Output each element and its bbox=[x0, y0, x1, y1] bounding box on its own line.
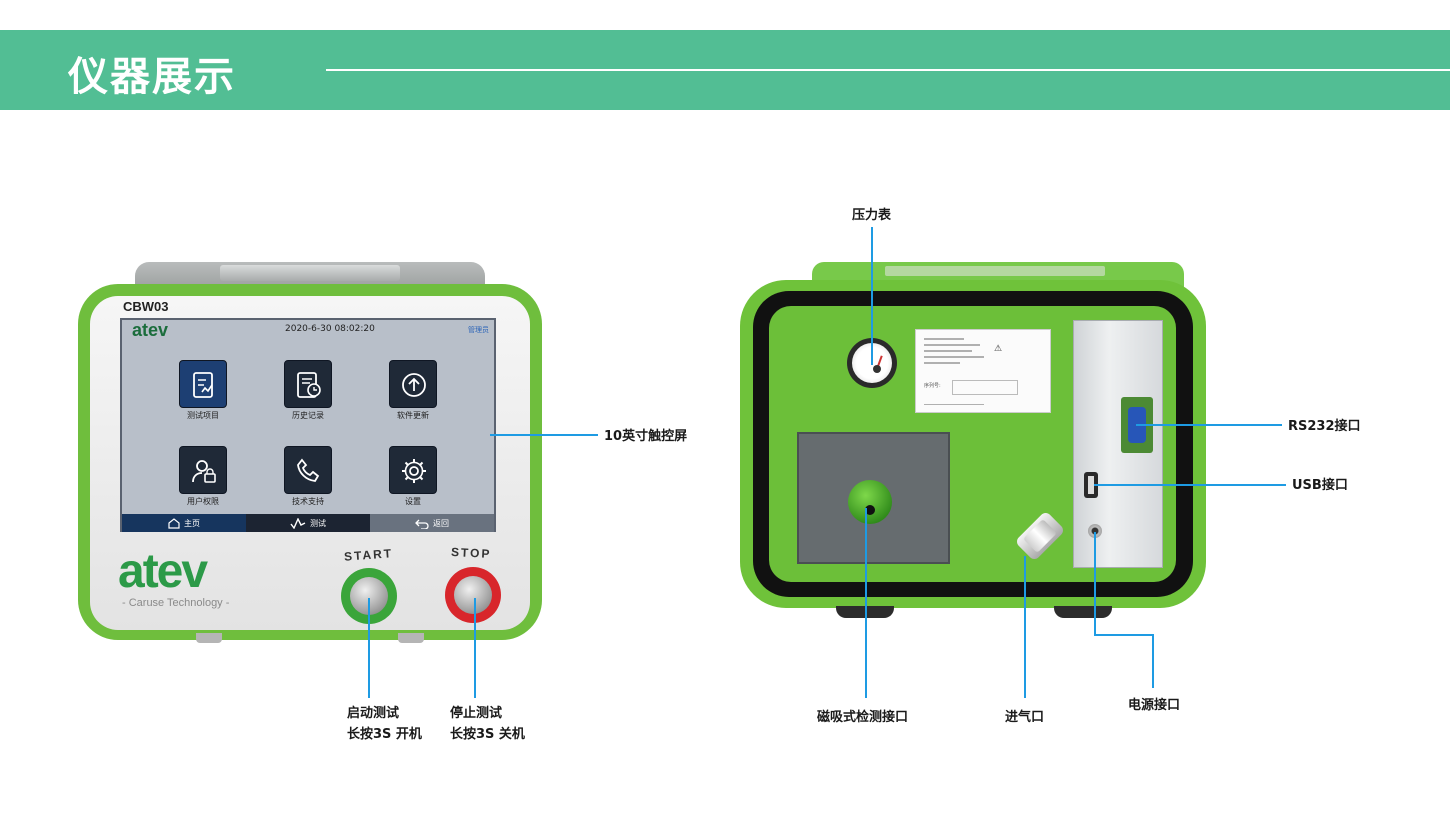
brand-tagline: - Caruse Technology - bbox=[122, 597, 230, 609]
return-arrow-icon bbox=[415, 519, 429, 529]
upload-arrow-icon bbox=[402, 373, 426, 397]
callout-gauge: 压力表 bbox=[852, 208, 892, 223]
nameplate-box-label: 序列号: bbox=[924, 383, 941, 389]
home-icon bbox=[168, 517, 180, 529]
screen-user[interactable]: 管理员 bbox=[468, 326, 489, 334]
tile-user-permissions[interactable] bbox=[179, 446, 227, 494]
device-foot bbox=[1054, 606, 1112, 618]
callout-touchscreen: 10英寸触控屏 bbox=[604, 429, 688, 444]
user-lock-icon bbox=[192, 460, 216, 483]
model-label: CBW03 bbox=[123, 299, 169, 314]
callout-line bbox=[1094, 634, 1154, 636]
tab-test[interactable]: 测试 bbox=[246, 514, 370, 532]
callout-line bbox=[1024, 556, 1026, 698]
phone-icon bbox=[297, 458, 320, 482]
callout-line bbox=[871, 227, 873, 365]
tile-test-items[interactable] bbox=[179, 360, 227, 408]
tile-label: 用户权限 bbox=[187, 497, 219, 506]
brand-logo: atev bbox=[118, 545, 208, 598]
callout-line bbox=[368, 598, 370, 698]
gear-icon bbox=[402, 459, 426, 483]
callout-start-line1: 启动测试 bbox=[347, 706, 400, 721]
magnetic-test-port[interactable] bbox=[848, 480, 892, 524]
waveform-icon bbox=[290, 517, 306, 529]
device-foot bbox=[398, 633, 424, 643]
tile-tech-support[interactable] bbox=[284, 446, 332, 494]
callout-stop-line2: 长按3S 关机 bbox=[450, 727, 525, 742]
tab-label: 测试 bbox=[310, 518, 326, 528]
usb-port[interactable] bbox=[1084, 472, 1098, 498]
callout-stop-line1: 停止测试 bbox=[450, 706, 503, 721]
tile-software-update[interactable] bbox=[389, 360, 437, 408]
tab-label: 主页 bbox=[184, 518, 200, 528]
callout-line bbox=[1094, 484, 1286, 486]
device-foot bbox=[196, 633, 222, 643]
callout-start-line2: 长按3S 开机 bbox=[347, 727, 422, 742]
serial-box bbox=[952, 380, 1018, 395]
callout-inlet: 进气口 bbox=[1005, 710, 1045, 725]
callout-line bbox=[1152, 634, 1154, 688]
tile-label: 技术支持 bbox=[292, 497, 324, 506]
power-port[interactable] bbox=[1088, 524, 1102, 538]
callout-magnetic: 磁吸式检测接口 bbox=[817, 710, 909, 725]
screen-datetime: 2020-6-30 08:02:20 bbox=[285, 324, 375, 334]
tab-label: 返回 bbox=[433, 518, 449, 528]
tile-label: 软件更新 bbox=[397, 411, 429, 420]
stop-label: STOP bbox=[450, 544, 492, 562]
tile-settings[interactable] bbox=[389, 446, 437, 494]
tab-return[interactable]: 返回 bbox=[370, 514, 494, 532]
callout-line bbox=[1136, 424, 1282, 426]
header-divider bbox=[326, 69, 1450, 71]
tile-history[interactable] bbox=[284, 360, 332, 408]
touch-screen[interactable]: atev 2020-6-30 08:02:20 管理员 测试项目 历史记录 bbox=[120, 318, 496, 532]
clipboard-chart-icon bbox=[193, 372, 213, 398]
document-clock-icon bbox=[297, 372, 321, 398]
tile-label: 历史记录 bbox=[292, 411, 324, 420]
front-device-handle bbox=[220, 265, 400, 281]
screen-logo: atev bbox=[132, 320, 169, 340]
magnetic-panel bbox=[797, 432, 950, 564]
warning-icon: ⚠ bbox=[994, 344, 1003, 354]
callout-line bbox=[490, 434, 598, 436]
callout-usb: USB接口 bbox=[1292, 478, 1348, 493]
callout-power: 电源接口 bbox=[1128, 698, 1181, 713]
callout-rs232: RS232接口 bbox=[1288, 419, 1361, 434]
callout-line bbox=[865, 508, 867, 698]
nameplate: ⚠ 序列号: bbox=[915, 329, 1051, 413]
stop-button[interactable] bbox=[445, 567, 501, 623]
tile-label: 设置 bbox=[405, 497, 421, 506]
callout-line bbox=[474, 598, 476, 698]
screen-bottom-bar: 主页 测试 返回 bbox=[122, 514, 494, 532]
callout-line bbox=[1094, 532, 1096, 636]
tab-home[interactable]: 主页 bbox=[122, 514, 246, 532]
back-device-top-vent bbox=[885, 266, 1105, 276]
page-title: 仪器展示 bbox=[68, 54, 236, 100]
tile-label: 测试项目 bbox=[187, 411, 219, 420]
